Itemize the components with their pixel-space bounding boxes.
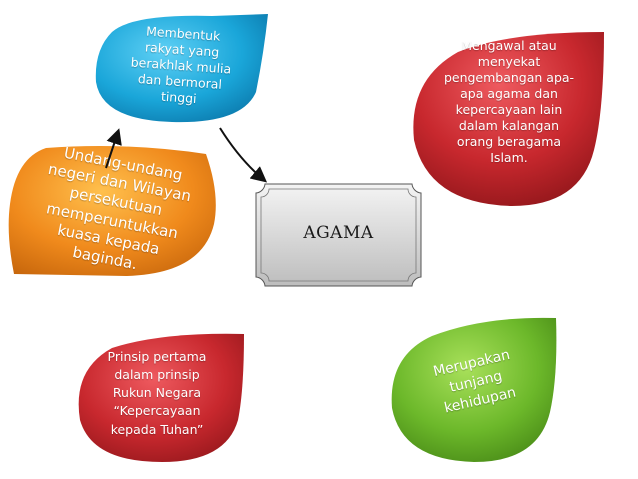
node-red-top: Mengawal atau menyekat pengembangan apa-… xyxy=(408,30,608,208)
arrow-to-center xyxy=(219,127,268,183)
node-green: Merupakan tunjang kehidupan xyxy=(388,316,560,464)
center-title: AGAMA xyxy=(303,223,374,243)
red-top-node-text: Mengawal atau menyekat pengembangan apa-… xyxy=(443,38,575,165)
red-bottom-leaf-shape xyxy=(78,333,245,462)
cyan-leaf-shape xyxy=(95,14,268,123)
node-cyan: Membentuk rakyat yang berakhlak mulia da… xyxy=(92,12,272,126)
node-orange: Undang-undang negeri dan Wilayan perseku… xyxy=(6,144,220,278)
red-leaf-shape xyxy=(413,32,604,206)
node-red-bottom: Prinsip pertama dalam prinsip Rukun Nega… xyxy=(72,330,246,464)
green-leaf-shape xyxy=(391,317,557,462)
center-node: AGAMA xyxy=(255,183,422,287)
red-bottom-node-text: Prinsip pertama dalam prinsip Rukun Nega… xyxy=(107,349,207,437)
orange-leaf-shape xyxy=(8,146,216,276)
center-box-shape xyxy=(255,183,422,287)
arrow-to-cyan xyxy=(105,128,122,169)
